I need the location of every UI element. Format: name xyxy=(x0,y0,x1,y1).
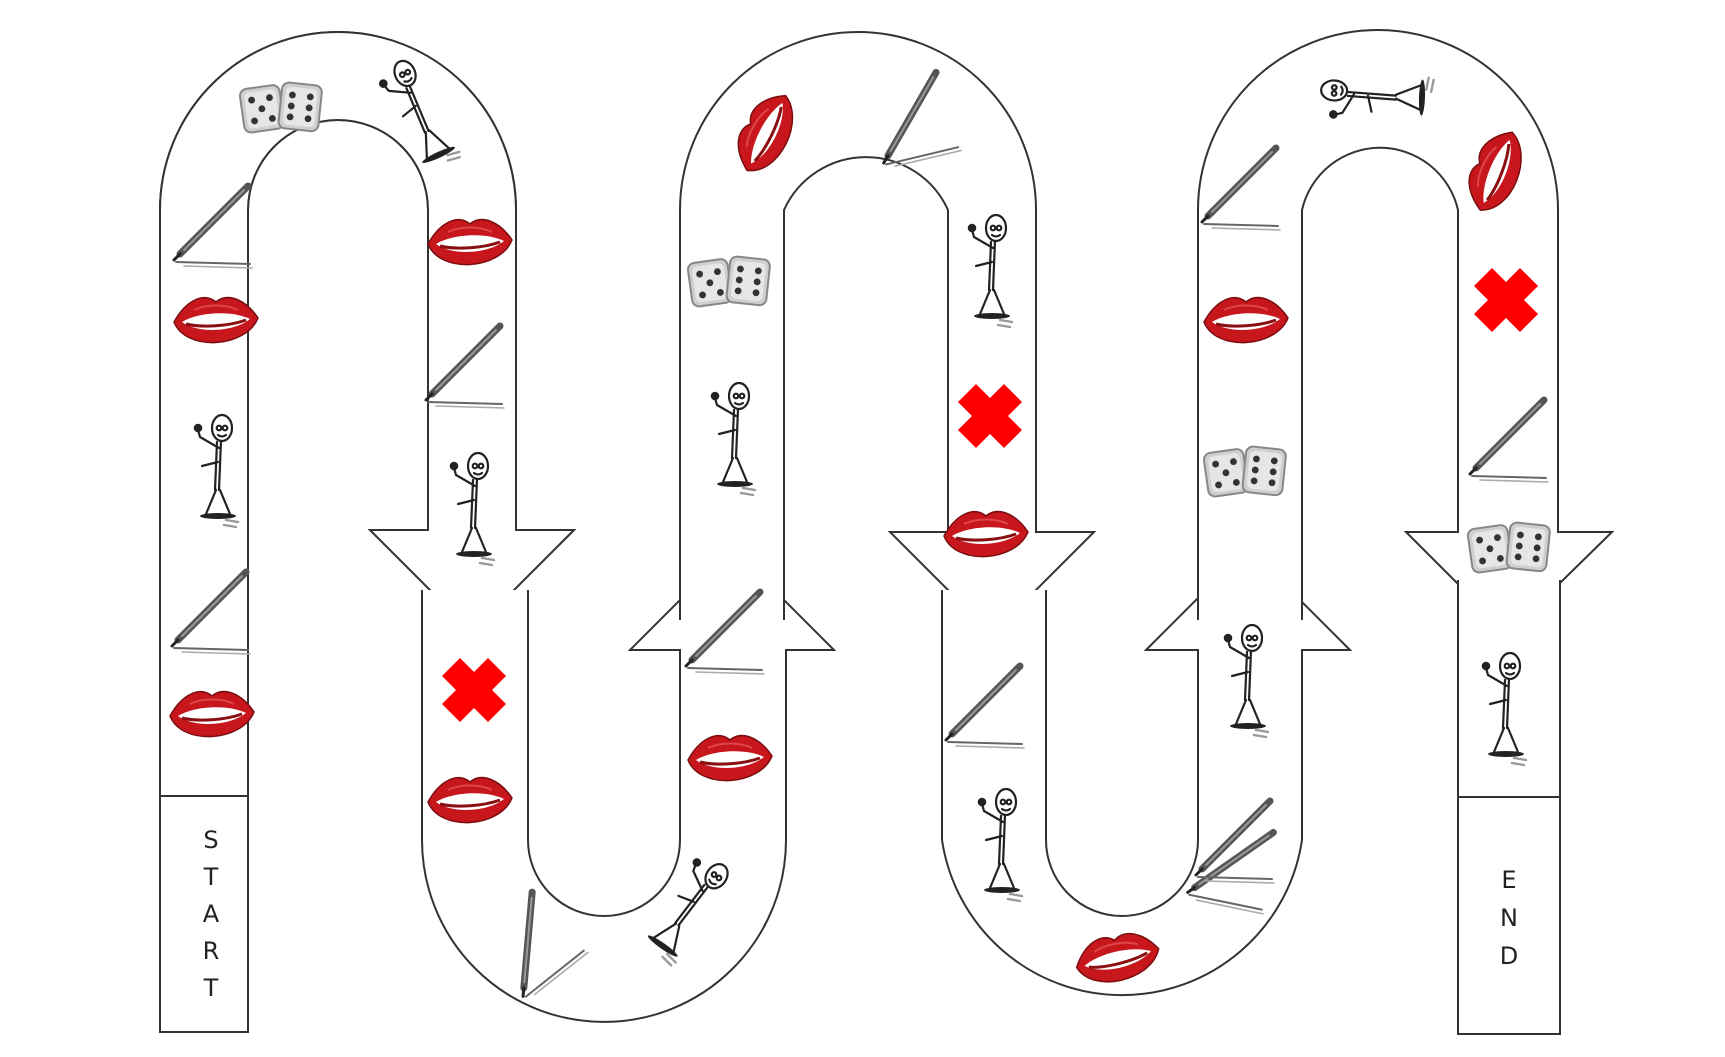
track-segment-3 xyxy=(679,31,1097,636)
start-letter: A xyxy=(203,900,220,928)
start-letter: R xyxy=(203,937,220,965)
start-letter: S xyxy=(203,826,218,854)
end-letter: N xyxy=(1500,904,1518,932)
end-letter: D xyxy=(1500,942,1518,970)
end-label: E N D xyxy=(1500,866,1518,970)
board-spaces xyxy=(168,53,1552,1003)
end-box xyxy=(1457,796,1561,1035)
end-letter: E xyxy=(1501,866,1516,894)
start-letter: T xyxy=(203,863,219,891)
start-label: S T A R T xyxy=(203,826,220,1002)
start-letter: T xyxy=(203,974,219,1002)
track-segment-4 xyxy=(941,546,1353,997)
start-box xyxy=(159,795,249,1033)
track-segment-2 xyxy=(421,546,837,1023)
